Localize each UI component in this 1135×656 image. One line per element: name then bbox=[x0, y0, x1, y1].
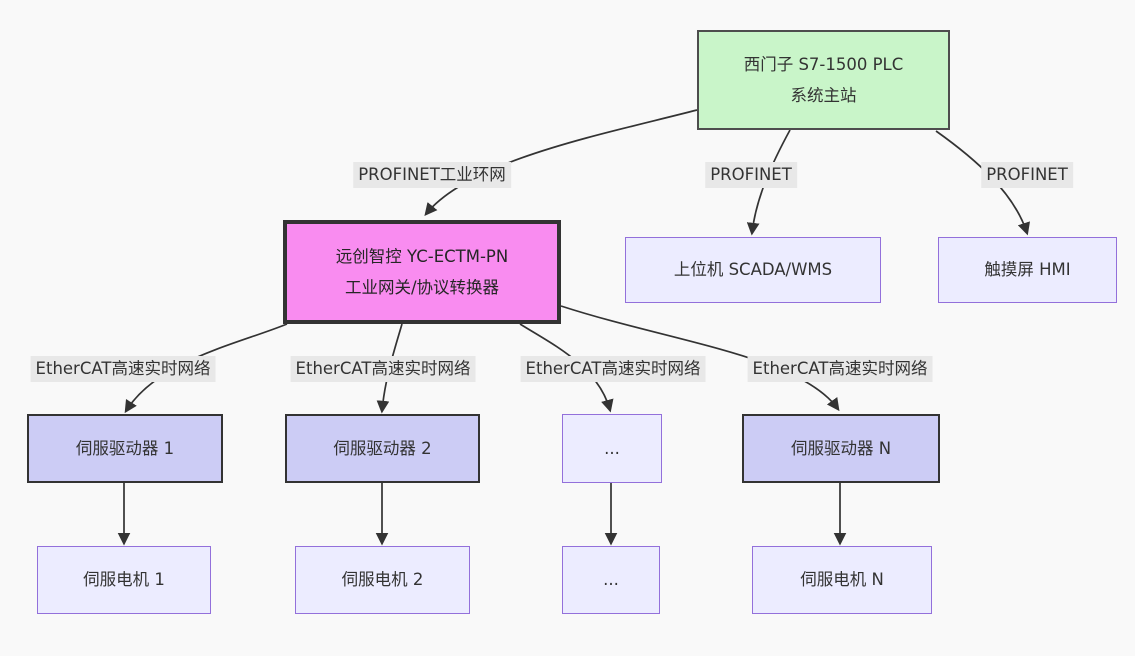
edge-gateway-to-drive1 bbox=[124, 323, 288, 414]
node-drive-1-label: 伺服驱动器 1 bbox=[75, 438, 175, 458]
edge-plc-to-gateway bbox=[424, 109, 698, 216]
edge-gateway-to-driveN bbox=[560, 305, 840, 412]
node-motor-2-label: 伺服电机 2 bbox=[341, 570, 424, 590]
node-plc-line2: 系统主站 bbox=[790, 86, 857, 105]
node-scada-label: 上位机 SCADA/WMS bbox=[673, 260, 833, 280]
node-drive-n-label: 伺服驱动器 N bbox=[790, 438, 892, 458]
edge-label-ethercat-3: EtherCAT高速实时网络 bbox=[520, 356, 706, 383]
node-drive-2: 伺服驱动器 2 bbox=[285, 414, 480, 483]
edge-label-profinet-ring: PROFINET工业环网 bbox=[353, 162, 511, 189]
node-hmi-label: 触摸屏 HMI bbox=[984, 260, 1071, 280]
node-motor-dots: ... bbox=[562, 546, 660, 614]
node-gateway-line2: 工业网关/协议转换器 bbox=[344, 278, 500, 297]
node-motor-dots-label: ... bbox=[603, 570, 619, 590]
node-motor-2: 伺服电机 2 bbox=[295, 546, 470, 614]
node-plc-master: 西门子 S7-1500 PLC 系统主站 bbox=[697, 30, 950, 130]
edge-label-ethercat-1: EtherCAT高速实时网络 bbox=[30, 356, 216, 383]
node-motor-n-label: 伺服电机 N bbox=[800, 570, 884, 590]
node-gateway: 远创智控 YC-ECTM-PN 工业网关/协议转换器 bbox=[283, 220, 561, 324]
node-motor-1: 伺服电机 1 bbox=[37, 546, 211, 614]
node-drive-dots-label: ... bbox=[604, 438, 620, 458]
node-scada: 上位机 SCADA/WMS bbox=[625, 237, 881, 303]
node-drive-n: 伺服驱动器 N bbox=[742, 414, 940, 483]
edge-label-ethercat-4: EtherCAT高速实时网络 bbox=[747, 356, 933, 383]
node-drive-dots: ... bbox=[562, 414, 662, 483]
edge-label-profinet-scada: PROFINET bbox=[705, 162, 797, 189]
node-motor-1-label: 伺服电机 1 bbox=[83, 570, 165, 590]
node-hmi: 触摸屏 HMI bbox=[938, 237, 1117, 303]
node-drive-1: 伺服驱动器 1 bbox=[27, 414, 223, 483]
edge-label-profinet-hmi: PROFINET bbox=[981, 162, 1073, 189]
node-drive-2-label: 伺服驱动器 2 bbox=[333, 438, 432, 458]
edge-label-ethercat-2: EtherCAT高速实时网络 bbox=[290, 356, 476, 383]
node-gateway-line1: 远创智控 YC-ECTM-PN bbox=[335, 246, 509, 266]
node-plc-line1: 西门子 S7-1500 PLC bbox=[743, 54, 904, 74]
node-motor-n: 伺服电机 N bbox=[752, 546, 932, 614]
